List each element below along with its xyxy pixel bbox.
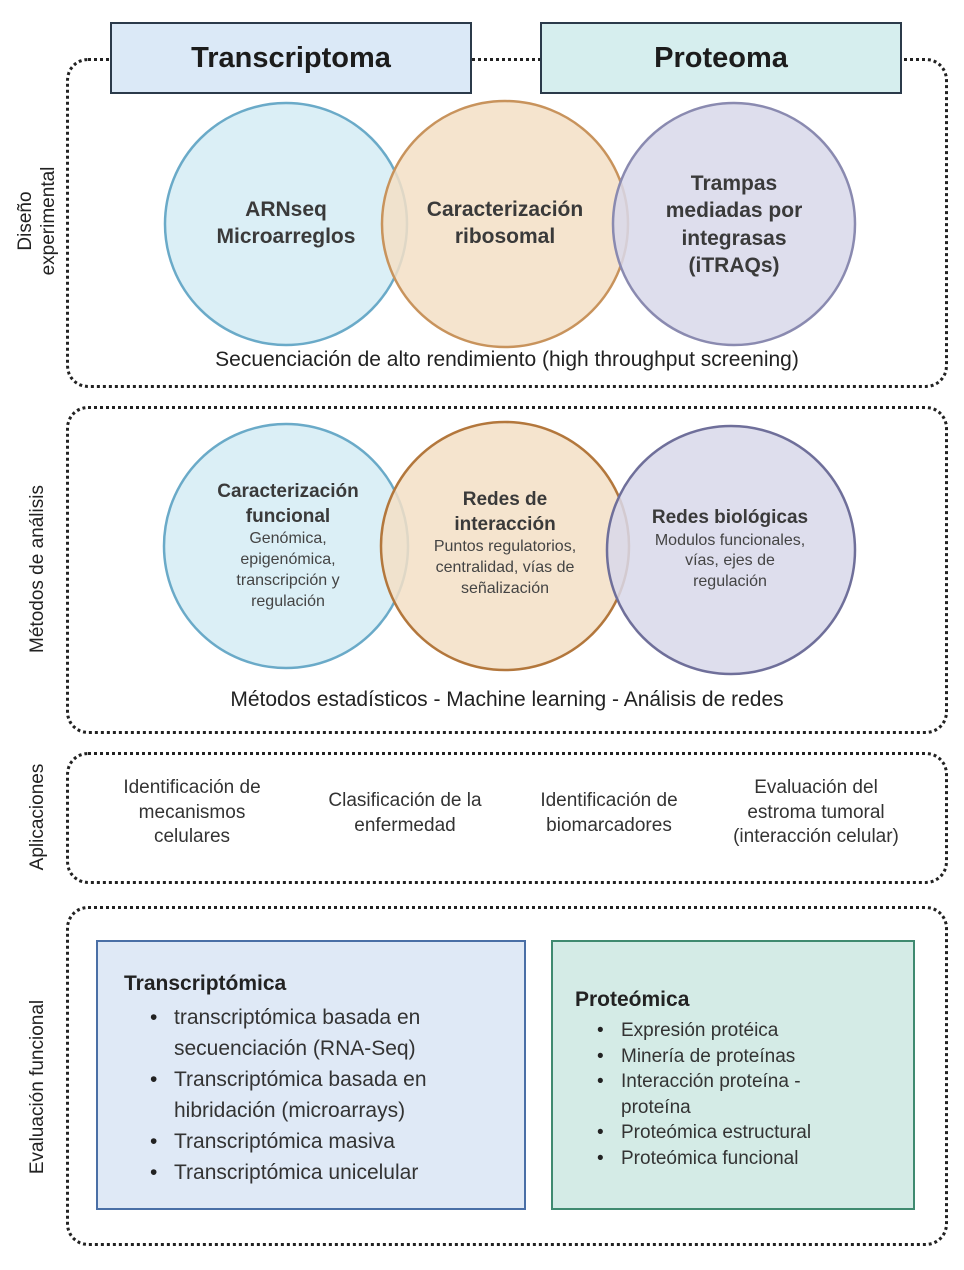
list-item-text: Transcriptómica basada en hibridación (m… [174,1068,427,1122]
venn-metodos-circle-3 [605,424,857,676]
panel-transcriptomica-list: transcriptómica basada en secuenciación … [146,1002,516,1188]
venn-metodos-subtitle-3: Modulos funcionales, vías, ejes de regul… [654,531,806,591]
list-item: transcriptómica basada en secuenciación … [146,1002,516,1064]
section-label-evaluacion: Evaluación funcional [27,999,48,1175]
header-transcriptoma: Transcriptoma [110,22,472,94]
aplicacion-item-4: Evaluación del estroma tumoral (interacc… [733,777,899,848]
venn-metodos-subtitle-2: Puntos regulatorios, centralidad, vías d… [433,538,577,597]
venn-diseno-title-1: ARNseq Microarreglos [216,198,356,249]
venn-metodos-title-1: Caracterización funcional [217,481,359,527]
venn-diseno-title-2: Caracterización ribosomal [426,198,584,249]
list-item-text: Expresión protéica [621,1020,779,1041]
section-evaluacion-funcional [66,906,948,1246]
list-item-text: Transcriptómica masiva [174,1130,395,1153]
venn-metodos [162,420,857,676]
venn-diseno-text-3: Trampas mediadas por integrasas (iTRAQs) [634,170,834,279]
list-item-text: Interacción proteína - proteína [621,1071,801,1118]
list-item-text: Transcriptómica unicelular [174,1161,419,1184]
venn-diseno-circle-3 [611,101,857,347]
section-label-aplicaciones: Aplicaciones [27,763,48,871]
header-proteoma: Proteoma [540,22,902,94]
list-item: Transcriptómica masiva [146,1126,516,1157]
venn-diseno-text-1: ARNseq Microarreglos [196,196,376,251]
list-item: Interacción proteína - proteína [593,1069,903,1120]
list-item: Transcriptómica unicelular [146,1157,516,1188]
list-item: Proteómica estructural [593,1120,903,1146]
venn-metodos-title-3: Redes biológicas [651,507,809,528]
caption-diseno: Secuenciación de alto rendimiento (high … [215,348,799,371]
list-item: Transcriptómica basada en hibridación (m… [146,1064,516,1126]
aplicacion-item-2: Clasificación de la enfermedad [328,790,482,836]
list-item-text: Proteómica funcional [621,1147,799,1169]
venn-metodos-subtitle-1: Genómica, epigenómica, transcripción y r… [236,530,340,610]
panel-proteomica-list: Expresión protéica Minería de proteínas … [593,1018,903,1171]
list-item-text: Minería de proteínas [621,1045,796,1067]
venn-diseno-text-2: Caracterización ribosomal [405,196,605,251]
aplicacion-item-3: Identificación de biomarcadores [540,790,678,836]
panel-proteomica-title: Proteómica [575,988,690,1011]
section-diseno-experimental [66,58,948,388]
caption-metodos: Métodos estadísticos - Machine learning … [230,688,784,711]
aplicacion-item-1: Identificación de mecanismos celulares [123,777,261,848]
section-aplicaciones [66,752,948,884]
header-transcriptoma-label: Transcriptoma [191,41,391,74]
list-item: Minería de proteínas [593,1044,903,1070]
panel-transcriptomica-title: Transcriptómica [124,972,287,995]
header-proteoma-label: Proteoma [654,41,788,74]
list-item: Expresión protéica [593,1018,903,1044]
venn-diseno [163,99,857,349]
panel-proteomica: Proteómica Expresión protéica Minería de… [551,940,915,1210]
section-metodos-analisis [66,406,948,734]
venn-metodos-text-1: Caracterización funcional Genómica, epig… [190,480,386,613]
venn-metodos-title-2: Redes de interacción [454,489,556,535]
venn-metodos-text-3: Redes biológicas Modulos funcionales, ví… [626,506,834,593]
venn-diseno-title-3: Trampas mediadas por integrasas (iTRAQs) [665,172,803,277]
panel-transcriptomica: Transcriptómica transcriptómica basada e… [96,940,526,1210]
list-item-text: Proteómica estructural [621,1122,812,1143]
list-item: Proteómica funcional [593,1146,903,1172]
venn-metodos-text-2: Redes de interacción Puntos regulatorios… [405,488,605,600]
list-item-text: transcriptómica basada en secuenciación … [174,1006,421,1060]
